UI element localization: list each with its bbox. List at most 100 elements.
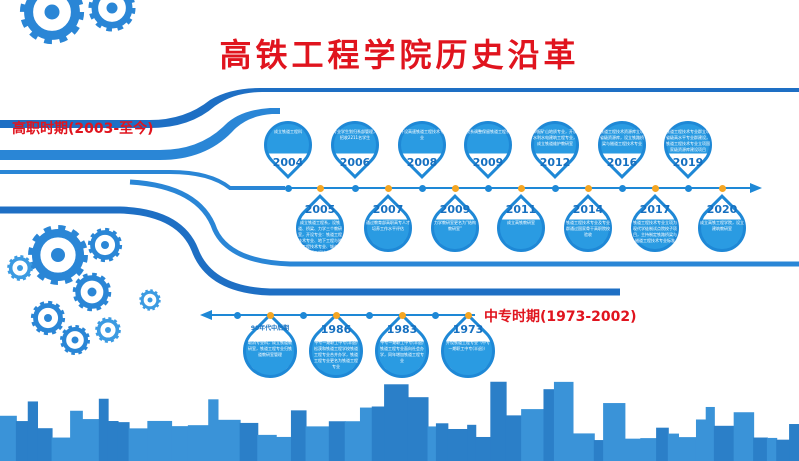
building: [753, 437, 768, 461]
building: [407, 397, 429, 461]
milestone-text: 申报矿山地质专业，开设水利水电建筑工程专业，成立铁道维护教研室: [533, 129, 577, 146]
swoosh-band-mid: [0, 108, 280, 160]
building: [70, 410, 83, 461]
swoosh-line-1: [0, 170, 285, 190]
building: [624, 438, 642, 461]
timeline-milestone: 中专一期职工中专(半退)铁道工程专业面向社会办学，同年增加铁道工程专业 1983: [363, 310, 441, 390]
building: [705, 406, 715, 461]
timeline-dot: [484, 184, 492, 192]
building: [467, 424, 477, 461]
building: [776, 439, 791, 461]
milestone-year: 2009: [472, 156, 504, 169]
timeline-dot: [418, 184, 426, 192]
building: [371, 406, 386, 461]
milestone-text: 中专一期职工中专(半退)铁道工程专业面向社会办学，同年增加铁道工程专业: [380, 340, 424, 363]
building: [789, 424, 799, 461]
gear-icon: [60, 325, 90, 355]
building: [305, 426, 330, 461]
building: [766, 437, 778, 461]
milestone-year: 2017: [639, 203, 671, 216]
milestone-year: 2012: [539, 156, 571, 169]
timeline-dot: [266, 311, 274, 319]
building: [505, 415, 523, 461]
milestone-year: 2011: [505, 203, 537, 216]
timeline-dot: [431, 311, 439, 319]
milestone-year: 1983: [386, 323, 418, 336]
milestone-year: 1986: [320, 323, 352, 336]
gear-icon: [28, 225, 88, 285]
building: [239, 422, 259, 461]
timeline-dot: [551, 184, 559, 192]
timeline-milestone: 铁道工程技术专业立项为现代学徒制试点院校子项目，主持制定铁路桥梁与隧道工程技术专…: [621, 190, 689, 262]
timeline-dot: [351, 184, 359, 192]
timeline-milestone: 力学教研室更名为“结构教研室”2009: [421, 190, 489, 262]
building: [27, 401, 39, 461]
period-label-higher-vocational: 高职时期(2003-至今): [12, 121, 154, 137]
building: [572, 433, 595, 461]
milestone-year: 2020: [706, 203, 738, 216]
milestone-year: 2007: [372, 203, 404, 216]
building: [275, 436, 292, 461]
timeline-dot: [365, 311, 373, 319]
timeline-dot: [451, 184, 459, 192]
building: [171, 426, 189, 461]
building: [328, 421, 346, 461]
timeline-dot: [618, 184, 626, 192]
building: [677, 437, 697, 461]
milestone-text: 铁道工程技术专业及专业群通过国家骨干高职院校验收: [566, 220, 610, 237]
milestone-text: 成立铁道工程科: [274, 129, 302, 134]
building: [217, 419, 241, 461]
building: [81, 419, 100, 461]
timeline-milestone: 中专一期职工中专(半退)松漠和铁道工程学校铁道工程专业合并办学，铁道工程专业更名…: [297, 310, 375, 390]
building: [593, 440, 605, 461]
timeline-dot: [718, 184, 726, 192]
timeline-milestone: 成立高铁工程学院，设立建筑教研室 2020: [688, 190, 756, 262]
arrow-left-icon: [200, 310, 212, 320]
timeline-dot: [584, 184, 592, 192]
building: [667, 433, 679, 461]
milestone-text: 通过教育部高职高专人才培养工作水平评估: [366, 220, 410, 231]
timeline-milestone: 成立铁道工程系，设铁道、桥梁、力学三个教研室，开设专业：铁道工程技术专业、地下工…: [286, 190, 354, 262]
timeline-dot: [233, 311, 241, 319]
gear-icon: [87, 227, 123, 263]
timeline-dot: [464, 311, 472, 319]
timeline-milestone: 通过教育部高职高专人才培养工作水平评估 2007: [354, 190, 422, 262]
milestone-text: 专业学生划归系部管理，招收2211名学生: [333, 129, 377, 140]
milestone-year: 90年代中后期: [250, 325, 290, 332]
building: [147, 420, 173, 461]
building: [51, 437, 72, 461]
gear-icon: [30, 300, 66, 336]
timeline-dot: [684, 184, 692, 192]
building: [447, 428, 469, 461]
milestone-text: 铁道工程技术专业立项为现代学徒制试点院校子项目，主持制定铁路桥梁与隧道工程技术专…: [633, 220, 677, 243]
milestone-year: 2008: [406, 156, 438, 169]
building: [656, 427, 669, 461]
gear-icon: [19, 0, 85, 45]
building: [15, 421, 29, 461]
page-title: 高铁工程学院历史沿革: [219, 36, 580, 74]
timeline-dot: [299, 311, 307, 319]
milestone-year: 2005: [304, 203, 336, 216]
milestone-text: 铁道工程技术资源库立项省级资源库，设立铁路桥梁与隧道工程技术专业: [600, 129, 644, 146]
milestone-text: 成立高铁教研室: [507, 220, 535, 225]
building: [359, 407, 373, 461]
milestone-year: 2006: [339, 156, 371, 169]
milestone-text: 开设铁道工程专业（中专一期职工中专(半退)）: [446, 340, 490, 351]
building: [640, 438, 658, 461]
building: [257, 434, 277, 461]
milestone-text: 成立高铁工程学院，设立建筑教研室: [700, 220, 744, 231]
building: [490, 381, 507, 461]
gear-icon: [7, 255, 33, 281]
building: [384, 384, 409, 461]
gear-icon: [88, 0, 136, 32]
building: [521, 409, 545, 461]
timeline-dot: [398, 311, 406, 319]
building: [0, 415, 17, 461]
swoosh-band-top: [0, 88, 799, 128]
